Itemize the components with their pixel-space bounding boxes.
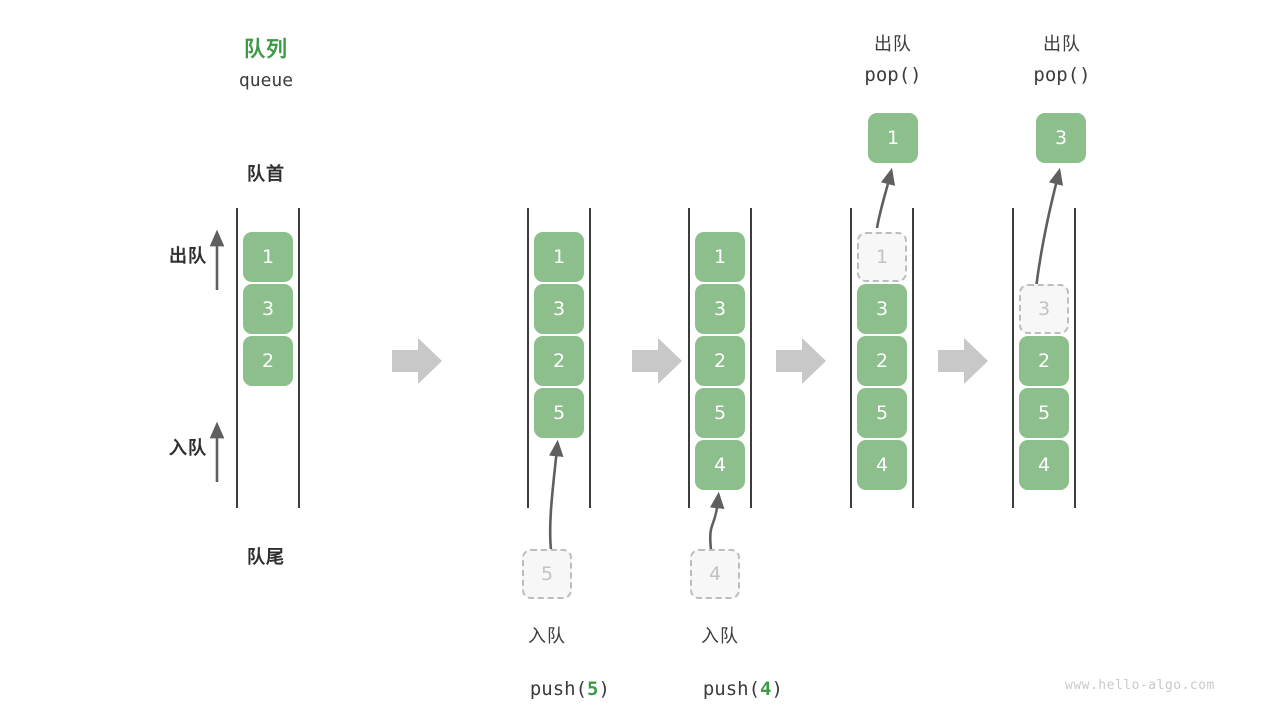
popped-value-1: 1 xyxy=(868,113,918,163)
push-4-op-code: push(4) xyxy=(655,656,785,720)
queue-cell: 3 xyxy=(857,284,907,334)
page-subtitle: queue xyxy=(238,70,294,91)
page-title: 队列 xyxy=(244,37,288,61)
queue-cell: 1 xyxy=(695,232,745,282)
queue-cell: 1 xyxy=(534,232,584,282)
push-5-op-code: push(5) xyxy=(482,656,612,720)
queue-cell-new: 5 xyxy=(534,388,584,438)
pop-1-op-label: 出队 xyxy=(874,34,912,55)
queue-cell: 3 xyxy=(534,284,584,334)
popped-value-3: 3 xyxy=(1036,113,1086,163)
queue-rail-right xyxy=(298,208,300,508)
queue-cell: 5 xyxy=(857,388,907,438)
queue-cell: 1 xyxy=(243,232,293,282)
tail-label: 队尾 xyxy=(247,547,285,568)
push-5-code-value: 5 xyxy=(587,678,599,700)
pop-3-op-label: 出队 xyxy=(1043,34,1081,55)
push-5-op-label: 入队 xyxy=(528,626,566,647)
dequeue-label: 出队 xyxy=(169,246,207,267)
watermark: www.hello-algo.com xyxy=(1065,678,1215,693)
queue-cell-removed: 3 xyxy=(1019,284,1069,334)
queue-rail-right xyxy=(1074,208,1076,508)
queue-rail-left xyxy=(688,208,690,508)
queue-cell: 5 xyxy=(695,388,745,438)
queue-cell-removed: 1 xyxy=(857,232,907,282)
queue-cell: 2 xyxy=(243,336,293,386)
queue-rail-left xyxy=(527,208,529,508)
push-4-code-prefix: push( xyxy=(702,678,761,700)
queue-column-pop-3: 3 2 5 4 xyxy=(1012,208,1076,508)
queue-rail-right xyxy=(589,208,591,508)
queue-rail-right xyxy=(912,208,914,508)
queue-rail-left xyxy=(236,208,238,508)
queue-column-initial: 1 3 2 xyxy=(236,208,300,508)
push-4-op-label: 入队 xyxy=(701,626,739,647)
queue-cell: 2 xyxy=(1019,336,1069,386)
queue-cell-new: 4 xyxy=(695,440,745,490)
pop-3-op-code: pop() xyxy=(1033,64,1091,86)
queue-rail-right xyxy=(750,208,752,508)
incoming-value-ghost-5: 5 xyxy=(522,549,572,599)
queue-cell: 4 xyxy=(857,440,907,490)
queue-cell: 5 xyxy=(1019,388,1069,438)
queue-cell: 2 xyxy=(857,336,907,386)
queue-column-push-5: 1 3 2 5 xyxy=(527,208,591,508)
enqueue-label: 入队 xyxy=(169,438,207,459)
push-5-code-prefix: push( xyxy=(529,678,588,700)
push-4-code-suffix: ) xyxy=(771,678,783,700)
queue-cell: 4 xyxy=(1019,440,1069,490)
queue-column-pop-1: 1 3 2 5 4 xyxy=(850,208,914,508)
push-5-code-suffix: ) xyxy=(598,678,610,700)
queue-cell: 3 xyxy=(695,284,745,334)
push-4-code-value: 4 xyxy=(760,678,772,700)
queue-rail-left xyxy=(1012,208,1014,508)
queue-cell: 2 xyxy=(695,336,745,386)
incoming-value-ghost-4: 4 xyxy=(690,549,740,599)
queue-cell: 3 xyxy=(243,284,293,334)
queue-cell: 2 xyxy=(534,336,584,386)
pop-1-op-code: pop() xyxy=(864,64,922,86)
queue-rail-left xyxy=(850,208,852,508)
queue-column-push-4: 1 3 2 5 4 xyxy=(688,208,752,508)
head-label: 队首 xyxy=(247,164,285,185)
